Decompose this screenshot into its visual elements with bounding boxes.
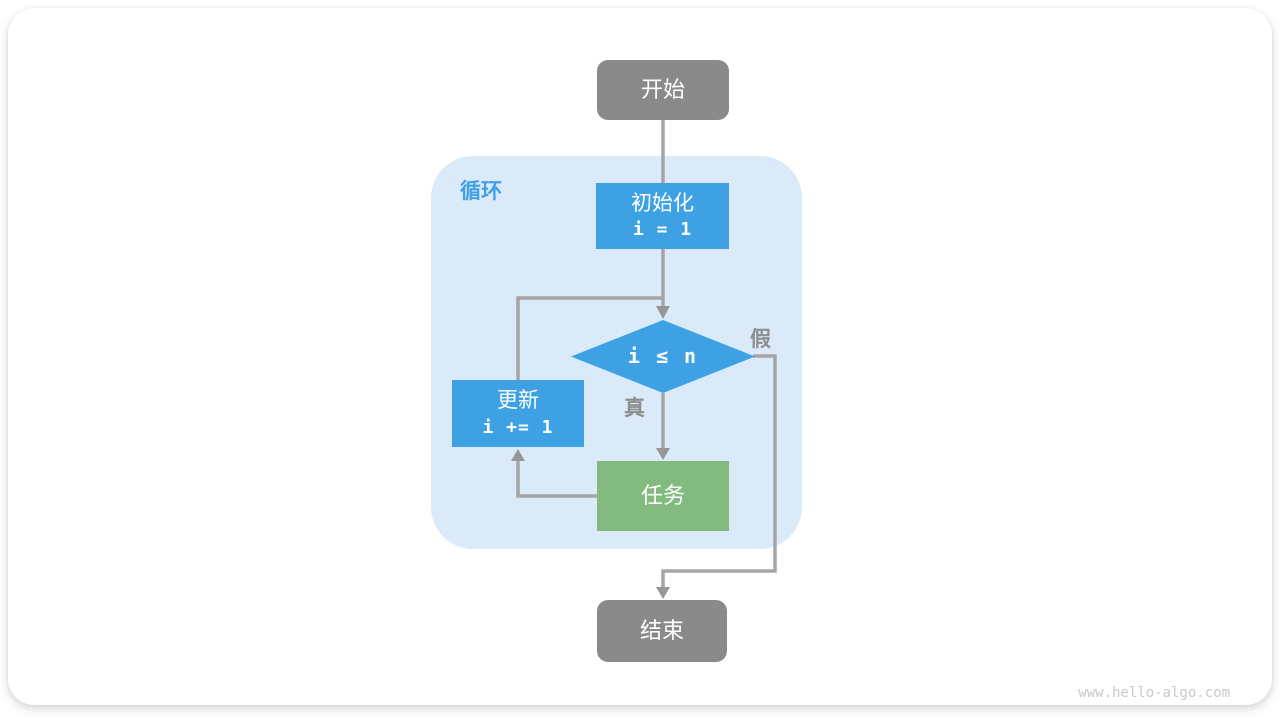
- task-node-label: 任务: [640, 483, 685, 509]
- update-node-code: i += 1: [482, 416, 554, 438]
- init-node-label: 初始化: [631, 191, 694, 215]
- arrowhead-into-end: [656, 587, 670, 599]
- edge-label-false: 假: [750, 328, 771, 351]
- update-node-label: 更新: [497, 389, 539, 413]
- update-node: 更新 i += 1: [452, 380, 584, 447]
- init-node-code: i = 1: [632, 219, 693, 241]
- end-node: 结束: [597, 600, 727, 662]
- edge-label-true: 真: [624, 397, 645, 420]
- task-node: 任务: [597, 461, 729, 531]
- end-node-label: 结束: [639, 618, 684, 644]
- figure-card: 循环 开始 初始化 i = 1 i ≤ n 更新 i += 1 任务 结束 真 …: [8, 8, 1272, 705]
- watermark-text: www.hello-algo.com: [1078, 685, 1230, 701]
- condition-node-code: i ≤ n: [627, 344, 699, 368]
- start-node: 开始: [597, 60, 729, 120]
- init-node: 初始化 i = 1: [596, 183, 729, 249]
- start-node-label: 开始: [640, 77, 685, 103]
- loop-region-label: 循环: [460, 180, 502, 203]
